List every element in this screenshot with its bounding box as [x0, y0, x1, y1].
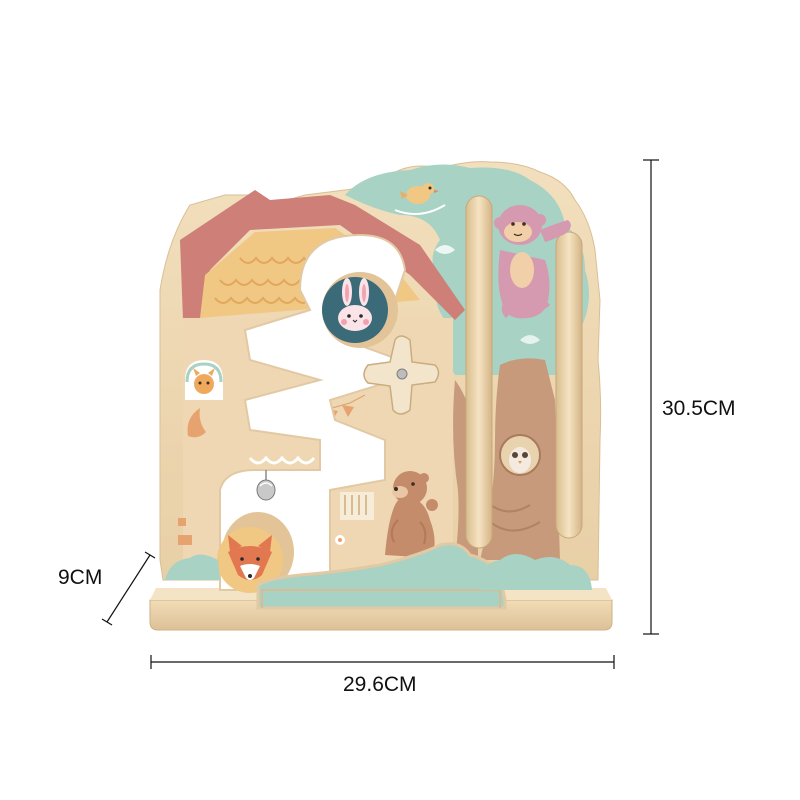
depth-label: 9CM: [58, 566, 103, 589]
bell-icon: [256, 470, 276, 501]
squirrel-icon: [187, 368, 215, 438]
bear-icon: [385, 471, 438, 558]
fox-roller[interactable]: [217, 512, 294, 593]
width-dimension-line: [150, 655, 615, 669]
height-label: 30.5CM: [662, 397, 736, 420]
bunny-roller[interactable]: [322, 272, 398, 348]
owl-icon: [499, 434, 541, 476]
bird-icon: [400, 183, 439, 204]
cross-spinner[interactable]: [363, 335, 440, 415]
monkey-icon[interactable]: [494, 205, 571, 319]
height-dimension-line: [643, 159, 659, 635]
sliding-pole-right[interactable]: [555, 231, 583, 539]
fox-icon: [228, 535, 272, 580]
bunny-icon: [338, 278, 372, 331]
sliding-pole-left[interactable]: [465, 195, 493, 549]
hill-ramp: [256, 542, 507, 610]
depth-dimension-line: [101, 551, 156, 626]
width-label: 29.6CM: [343, 673, 417, 696]
bushes: [165, 554, 592, 590]
